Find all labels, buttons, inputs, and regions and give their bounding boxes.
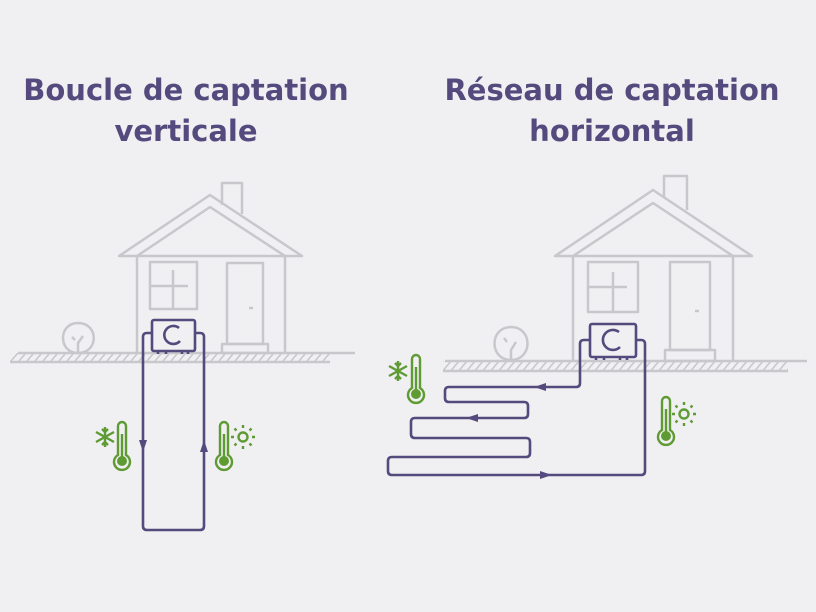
arrow-up-icon	[200, 440, 208, 452]
warm-thermometer-icon	[214, 420, 257, 472]
right-house	[443, 174, 807, 373]
left-title-line2: verticale	[114, 114, 258, 148]
arrow-down-icon	[139, 440, 147, 452]
right-title-line2: horizontal	[529, 114, 695, 148]
horizontal-network-pipe	[386, 338, 647, 479]
arrow-left-icon	[534, 383, 546, 391]
left-title-line1: Boucle de captation	[23, 73, 349, 107]
arrow-left-icon	[466, 414, 478, 422]
cold-thermometer-icon	[387, 353, 426, 405]
arrow-right-icon	[540, 471, 552, 479]
vertical-loop-pipe	[139, 331, 208, 532]
left-heat-pump-unit	[150, 318, 197, 354]
cold-thermometer-icon	[94, 420, 132, 472]
left-house	[10, 181, 355, 364]
warm-thermometer-icon	[656, 395, 698, 447]
right-heat-pump-unit	[588, 322, 638, 360]
right-title-line1: Réseau de captation	[444, 73, 780, 107]
left-title: Boucle de captation verticale	[0, 70, 386, 152]
right-title: Réseau de captation horizontal	[412, 70, 812, 152]
